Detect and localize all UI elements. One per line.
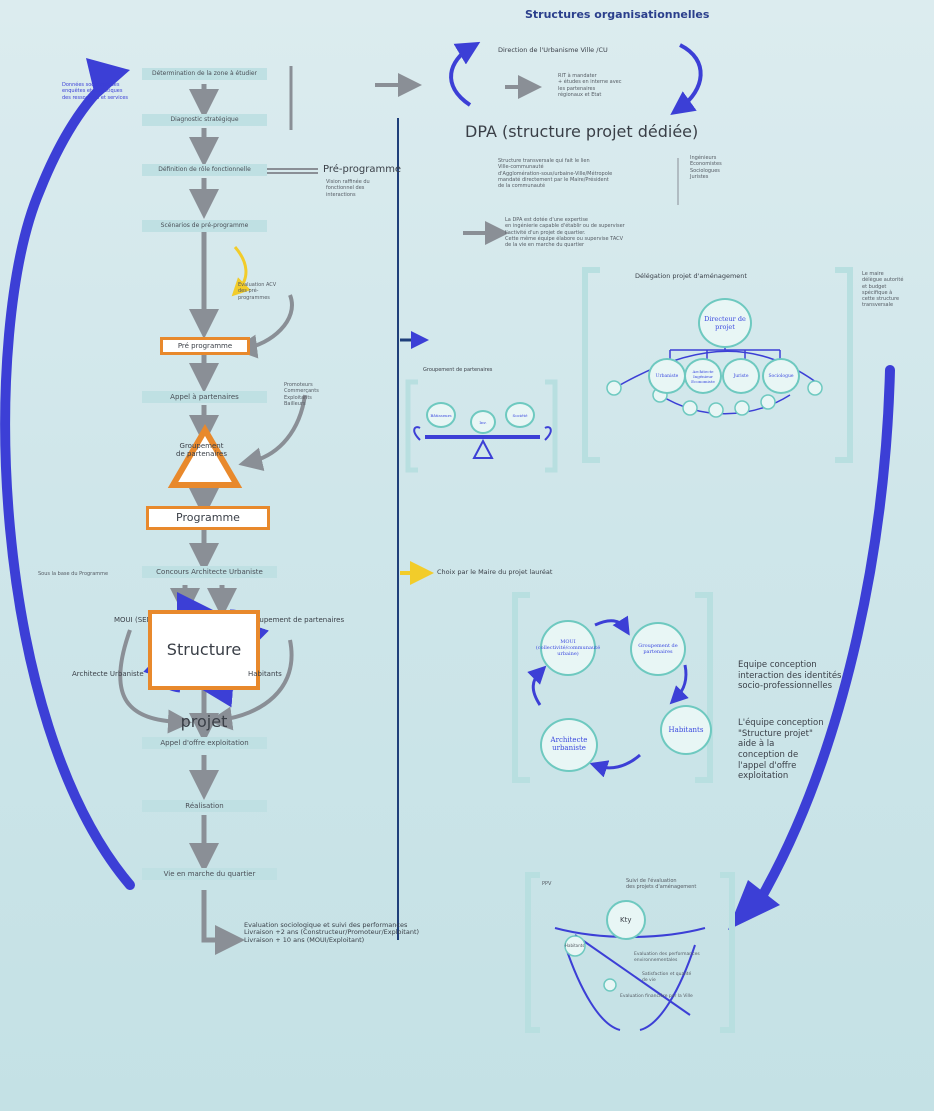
delegation-note: Le maire délègue autorité et budget spéc…: [862, 271, 904, 309]
evaluation-acv-note: Evaluation ACV des pré- programmes: [238, 282, 277, 301]
funnel-note-2: Satisfaction et qualité de vie: [642, 972, 692, 983]
groupement-partenaires-label: Groupement de partenaires: [247, 616, 345, 624]
balance-item-1: Bâtisseurs: [426, 402, 456, 428]
architecte-label: Architecte Urbaniste: [72, 670, 144, 678]
funnel-center-label: Kty: [620, 916, 632, 924]
step-zone: Détermination de la zone à étudier: [142, 68, 267, 80]
funnel-center-circle: [606, 900, 646, 940]
funnel-tag: Habitants: [565, 943, 585, 948]
equipe-structure-note: L'équipe conception "Structure projet" a…: [738, 718, 824, 782]
step-realisation: Réalisation: [142, 800, 267, 812]
dpa-note: Structure transversale qui fait le lien …: [498, 158, 613, 189]
direction-urbanisme: Direction de l'Urbanisme Ville /CU: [498, 46, 608, 54]
yellow-arrow-evaluation: [231, 246, 251, 297]
delegation-title: Délégation projet d'aménagement: [635, 272, 747, 280]
sub-circle-urbaniste: Urbaniste: [648, 358, 686, 394]
right-descending-arrow: [755, 365, 895, 905]
step-definition: Définition de rôle fonctionnelle: [142, 164, 267, 176]
step-appel-offre: Appel d'offre exploitation: [142, 737, 267, 749]
balance-title: Groupement de partenaires: [423, 367, 493, 373]
cycle-arrow-left: [449, 41, 481, 107]
programme-box: Programme: [146, 506, 270, 530]
direction-note: RIT à mandater + études en interne avec …: [558, 73, 622, 98]
concours-basis-note: Sous la base du Programme: [38, 571, 109, 577]
habitants-label: Habitants: [248, 670, 282, 678]
funnel-label: PPV: [542, 881, 552, 887]
directeur-projet-circle: Directeur de projet: [698, 298, 752, 348]
page-title: Structures organisationnelles: [525, 8, 710, 21]
step-scenarios: Scénarios de pré-programme: [142, 220, 267, 232]
funnel-note: Suivi de l'évaluation des projets d'amén…: [626, 878, 697, 891]
preprogramme-title: Pré-programme: [323, 164, 402, 175]
balance-fulcrum: [472, 438, 494, 459]
partner-triangle: [167, 424, 243, 488]
cycle-moui: MOUI (collectivité/communauté urbaine): [536, 620, 600, 676]
feedback-loop-arrow: [0, 75, 135, 890]
cycle-arrow-right: [670, 43, 703, 116]
balance-item-2: Inv.: [470, 410, 496, 434]
choix-maire-label: Choix par le Maire du projet lauréat: [437, 568, 553, 576]
sub-circle-sociologue: Sociologue: [762, 358, 800, 394]
balance-item-3: Société: [505, 402, 535, 428]
groupement-label: Groupement de partenaires: [176, 442, 227, 459]
funnel-note-3: Evaluation financière par la Ville: [620, 994, 693, 999]
moui-label: MOUI (SEM): [114, 616, 156, 624]
funnel-note-1: Evaluation des performances environnemen…: [634, 952, 700, 963]
cycle-architecte: Architecte urbaniste: [540, 718, 598, 772]
side-note-data: Données sociologiques enquêtes et statis…: [62, 82, 129, 101]
evaluation-final-note: Evaluation sociologique et suivi des per…: [244, 921, 420, 944]
right-descending-arrowhead: [728, 880, 780, 930]
flow-down-arrows: [170, 84, 245, 955]
preprogramme-note: Vision raffinée du fonctionnel des inter…: [326, 179, 370, 198]
preprogramme-box: Pré programme: [160, 337, 250, 355]
sub-circle-architecte: Architecte Ingénieur Economiste: [684, 358, 722, 394]
curved-gray-arrows: [118, 73, 542, 734]
org-small-circles: [606, 380, 823, 418]
sub-circle-juriste: Juriste: [722, 358, 760, 394]
step-diagnostic: Diagnostic stratégique: [142, 114, 267, 126]
cycle-groupement: Groupement de partenaires: [630, 622, 686, 676]
partner-types-note: Promoteurs Commerçants Exploitants Baill…: [284, 382, 319, 407]
dpa-title: DPA (structure projet dédiée): [465, 122, 699, 141]
structure-projet-box: Structure projet: [148, 610, 260, 731]
feedback-loop-arrowhead: [86, 58, 130, 100]
step-appel-partenaires: Appel à partenaires: [142, 391, 267, 403]
equipe-conception-note: Equipe conception interaction des identi…: [738, 660, 842, 692]
step-concours: Concours Architecte Urbaniste: [142, 566, 277, 578]
dpa-expertise-list: Ingénieurs Economistes Sociologues Juris…: [690, 155, 722, 180]
dpa-note-2: La DPA est dotée d'une expertise en ingé…: [505, 217, 625, 248]
actor-cycle-arrows: [527, 615, 689, 778]
cycle-habitants: Habitants: [660, 705, 712, 755]
step-vie-quartier: Vie en marche du quartier: [142, 868, 277, 880]
